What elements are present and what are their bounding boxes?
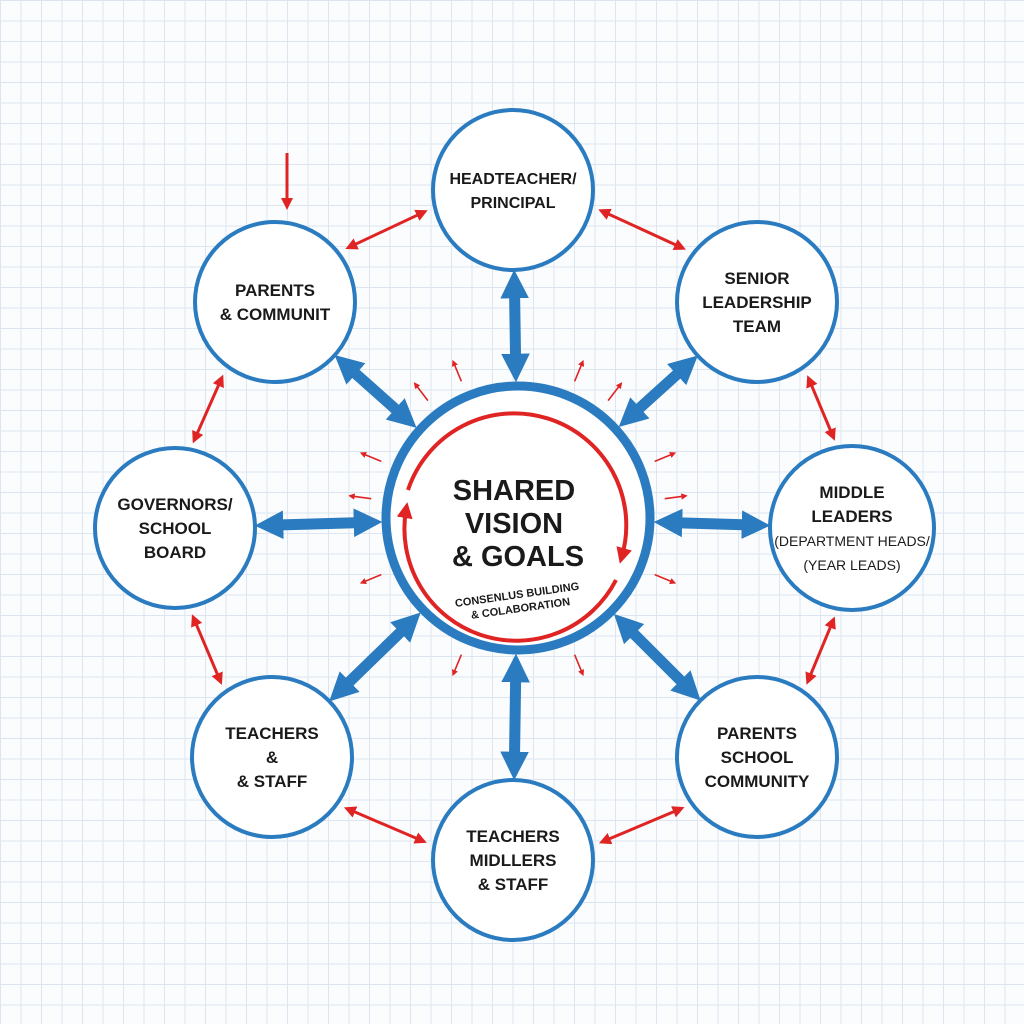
node-headteacher: HEADTEACHER/PRINCIPAL	[431, 108, 595, 272]
cycle-arrow-bottom	[396, 502, 618, 643]
center-title: SHARED VISION & GOALS	[452, 475, 584, 573]
node-label: HEADTEACHER/PRINCIPAL	[449, 171, 577, 212]
center-outer-ring	[381, 381, 655, 655]
node-label-line: SCHOOL	[721, 748, 794, 767]
radial-arrow	[664, 493, 688, 500]
node-label-line: BOARD	[144, 543, 206, 562]
blue-connector-arrow-teachers-staff	[329, 612, 421, 702]
stakeholder-nodes: HEADTEACHER/PRINCIPAL SENIOR LEADERSHIP TEA…	[93, 108, 936, 942]
node-label-line: HEADTEACHER/	[449, 171, 577, 188]
node-label: PARENTS & COMMUNIT	[220, 281, 331, 324]
node-label: GOVERNORS/SCHOOL BOARD	[117, 495, 233, 562]
node-label-line: & STAFF	[478, 875, 549, 894]
connector-arrows	[191, 153, 836, 845]
red-peer-arrow	[598, 208, 686, 251]
node-label-line: SCHOOL	[139, 519, 212, 538]
node-label-line: COMMUNITY	[705, 772, 810, 791]
radial-arrow	[573, 654, 585, 677]
node-label-line: TEAM	[733, 317, 781, 336]
node-label-line: &	[266, 748, 278, 767]
node-label-line: LEADERS	[811, 507, 892, 526]
blue-connector-arrow-governors	[254, 508, 383, 540]
node-label: TEACHERS MIDLLERS & STAFF	[466, 827, 560, 894]
center-title-line: & GOALS	[452, 541, 584, 573]
node-middle-leaders: MIDDLE LEADERS (DEPARTMENT HEADS/ (YEAR LEA…	[768, 444, 936, 612]
radial-arrow	[654, 451, 677, 463]
red-peer-arrow	[191, 614, 223, 685]
node-teachers-staff: TEACHERS & & STAFF	[190, 675, 354, 839]
center-hub: SHARED VISION & GOALS CONSENLUS BUILDING…	[381, 381, 655, 655]
node-circle	[675, 220, 839, 384]
node-label: MIDDLE LEADERS (DEPARTMENT HEADS/ (YEAR LEA…	[774, 483, 930, 573]
radial-arrow	[654, 573, 677, 585]
node-label: SENIOR LEADERSHIP TEAM	[702, 269, 812, 336]
node-label: TEACHERS & & STAFF	[225, 724, 319, 791]
red-peer-arrow	[598, 806, 685, 845]
node-label-line: SENIOR	[724, 269, 789, 288]
node-circle	[193, 220, 357, 384]
blue-connector-arrow-teachers-midllers	[500, 653, 530, 781]
blue-connector-arrow-parents-school-community	[613, 613, 701, 701]
node-label-line: (YEAR LEADS)	[803, 557, 900, 573]
node-teachers-midllers: TEACHERS MIDLLERS & STAFF	[431, 778, 595, 942]
radial-arrow	[573, 359, 585, 382]
node-label: PARENTS SCHOOL COMMUNITY	[705, 724, 810, 791]
node-circle	[190, 675, 354, 839]
node-circle	[675, 675, 839, 839]
radial-arrow	[359, 451, 382, 463]
blue-connector-arrow-senior-leadership	[618, 355, 698, 428]
radial-arrow	[348, 493, 372, 500]
red-peer-arrow	[806, 375, 836, 441]
radial-arrow	[607, 382, 623, 402]
node-label-line: PARENTS	[717, 724, 797, 743]
node-label-line: PARENTS	[235, 281, 315, 300]
node-governors: GOVERNORS/SCHOOL BOARD	[93, 446, 257, 610]
radial-arrow	[413, 382, 429, 402]
red-peer-arrow	[192, 374, 224, 444]
node-parents-community: PARENTS & COMMUNIT	[193, 220, 357, 384]
node-label-line: & COMMUNIT	[220, 305, 331, 324]
radial-arrow	[359, 573, 382, 585]
radial-arrow	[451, 359, 463, 382]
node-label-line: GOVERNORS/	[117, 495, 233, 514]
node-label-line: (DEPARTMENT HEADS/	[774, 533, 930, 549]
radial-arrow	[451, 654, 463, 677]
node-circle	[431, 108, 595, 272]
node-label-line: MIDDLE	[819, 483, 884, 502]
node-parents-school-community: PARENTS SCHOOL COMMUNITY	[675, 675, 839, 839]
center-title-line: SHARED	[453, 475, 575, 507]
blue-connector-arrow-headteacher	[500, 269, 530, 383]
red-peer-arrow	[805, 616, 836, 685]
node-label-line: LEADERSHIP	[702, 293, 812, 312]
node-label-line: TEACHERS	[466, 827, 560, 846]
node-label-line: TEACHERS	[225, 724, 319, 743]
cycle-arrow-top	[406, 411, 632, 564]
red-peer-arrow	[345, 209, 428, 250]
node-circle	[768, 444, 936, 612]
red-peer-arrow	[343, 806, 427, 844]
node-circle	[93, 446, 257, 610]
node-senior-leadership: SENIOR LEADERSHIP TEAM	[675, 220, 839, 384]
blue-connector-arrow-parents-community	[334, 354, 417, 428]
blue-connector-arrow-middle-leaders	[653, 508, 771, 539]
node-label-line: MIDLLERS	[470, 851, 557, 870]
node-circle	[431, 778, 595, 942]
center-title-line: VISION	[465, 508, 563, 540]
node-label-line: & STAFF	[237, 772, 308, 791]
node-label-line: PRINCIPAL	[470, 195, 555, 212]
